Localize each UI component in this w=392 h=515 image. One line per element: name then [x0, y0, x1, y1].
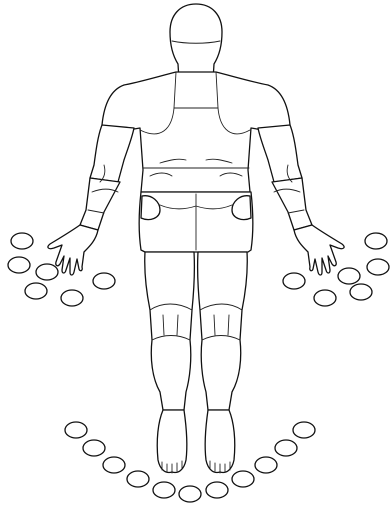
spot[interactable]: [83, 440, 105, 456]
spot[interactable]: [206, 482, 228, 498]
spot[interactable]: [8, 257, 30, 273]
spot[interactable]: [61, 290, 83, 306]
spot[interactable]: [283, 273, 305, 289]
spot[interactable]: [350, 284, 372, 300]
spot[interactable]: [179, 486, 201, 502]
spot[interactable]: [153, 482, 175, 498]
right-foot: [205, 410, 235, 473]
right-leg: [198, 252, 248, 410]
spot[interactable]: [293, 422, 315, 438]
spot[interactable]: [127, 471, 149, 487]
left-leg: [145, 252, 195, 410]
right-hand: [294, 225, 344, 275]
spot[interactable]: [365, 233, 387, 249]
spot[interactable]: [11, 233, 33, 249]
pelvis: [139, 192, 253, 252]
spot[interactable]: [65, 422, 87, 438]
spot[interactable]: [367, 259, 389, 275]
spot[interactable]: [36, 264, 58, 280]
foot-spots: [65, 422, 315, 502]
spot[interactable]: [93, 273, 115, 289]
right-arm: [258, 125, 312, 230]
spot[interactable]: [25, 283, 47, 299]
spot[interactable]: [275, 440, 297, 456]
spot[interactable]: [255, 457, 277, 473]
spot[interactable]: [314, 290, 336, 306]
left-arm: [80, 125, 134, 230]
spot[interactable]: [232, 471, 254, 487]
left-foot: [157, 410, 187, 473]
head: [170, 4, 222, 80]
spot[interactable]: [338, 268, 360, 284]
spot[interactable]: [103, 457, 125, 473]
